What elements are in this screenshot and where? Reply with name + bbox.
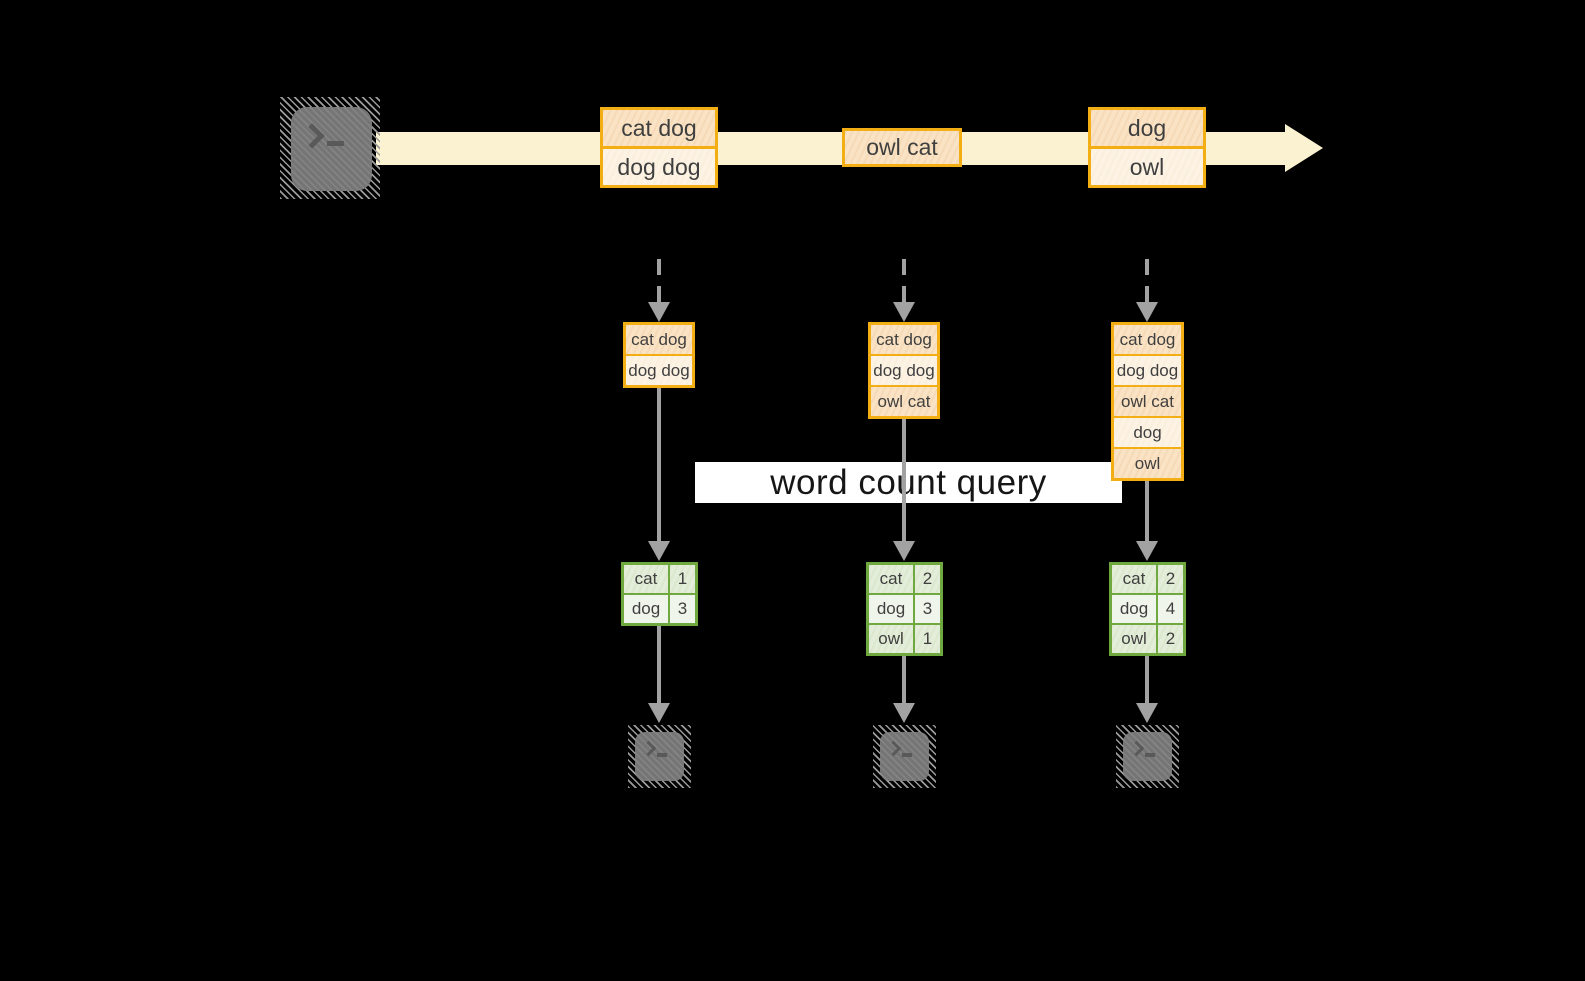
- terminal-prompt-icon: [885, 740, 902, 757]
- output-arrow-line: [902, 656, 906, 703]
- terminal-prompt-icon: [1128, 740, 1145, 757]
- word-cell: cat: [1112, 565, 1156, 593]
- ingest-arrowhead: [1136, 302, 1158, 322]
- output-terminal-icon: [1116, 725, 1179, 788]
- terminal-cursor-icon: [902, 753, 912, 757]
- query-label: word count query: [770, 462, 1047, 502]
- terminal-cursor-icon: [1145, 753, 1155, 757]
- word-cell: dog: [624, 595, 668, 623]
- terminal-cursor-icon: [657, 753, 667, 757]
- terminal-screen: [1123, 732, 1172, 781]
- output-terminal-icon: [628, 725, 691, 788]
- ingest-arrow-line: [1145, 259, 1149, 303]
- terminal-screen: [291, 107, 372, 191]
- word-cell: dog: [869, 595, 913, 623]
- word-cell: owl: [1112, 625, 1156, 653]
- query-arrow-line: [657, 388, 661, 541]
- count-row: dog 3: [869, 593, 940, 623]
- output-arrowhead: [1136, 703, 1158, 723]
- stream-event-line: dog dog: [603, 146, 715, 185]
- buffered-event: dog: [1114, 416, 1181, 447]
- word-cell: cat: [869, 565, 913, 593]
- buffered-event: dog dog: [626, 354, 692, 385]
- stream-arrowhead: [1285, 124, 1323, 172]
- event-buffer-box: cat dog dog dog owl cat dog owl: [1111, 322, 1184, 481]
- output-terminal-icon: [873, 725, 936, 788]
- output-arrow-line: [657, 626, 661, 703]
- output-arrowhead: [648, 703, 670, 723]
- count-row: cat 2: [869, 565, 940, 593]
- count-table: cat 2 dog 3 owl 1: [866, 562, 943, 656]
- ingest-arrow-line: [902, 259, 906, 303]
- count-row: dog 4: [1112, 593, 1183, 623]
- terminal-cursor-icon: [327, 141, 344, 146]
- output-arrowhead: [893, 703, 915, 723]
- word-cell: owl: [869, 625, 913, 653]
- count-row: owl 1: [869, 623, 940, 653]
- word-cell: dog: [1112, 595, 1156, 623]
- query-label-band: word count query: [695, 462, 1122, 503]
- query-arrow-line: [1145, 481, 1149, 541]
- source-terminal-icon: [280, 97, 380, 199]
- buffered-event: dog dog: [871, 354, 937, 385]
- query-arrowhead: [893, 541, 915, 561]
- count-cell: 2: [913, 565, 940, 593]
- count-row: cat 1: [624, 565, 695, 593]
- terminal-screen: [635, 732, 684, 781]
- stream-event-box: owl cat: [842, 128, 962, 167]
- count-table: cat 2 dog 4 owl 2: [1109, 562, 1186, 656]
- count-cell: 2: [1156, 625, 1183, 653]
- ingest-arrow-line: [657, 259, 661, 303]
- count-cell: 2: [1156, 565, 1183, 593]
- buffered-event: cat dog: [871, 325, 937, 354]
- event-buffer-box: cat dog dog dog: [623, 322, 695, 388]
- query-arrow-line: [902, 419, 906, 541]
- count-cell: 1: [913, 625, 940, 653]
- buffered-event: owl cat: [1114, 385, 1181, 416]
- terminal-prompt-icon: [640, 740, 657, 757]
- count-cell: 3: [913, 595, 940, 623]
- buffered-event: cat dog: [626, 325, 692, 354]
- buffered-event: owl: [1114, 447, 1181, 478]
- count-row: cat 2: [1112, 565, 1183, 593]
- ingest-arrowhead: [648, 302, 670, 322]
- count-table: cat 1 dog 3: [621, 562, 698, 626]
- terminal-screen: [880, 732, 929, 781]
- count-row: owl 2: [1112, 623, 1183, 653]
- count-row: dog 3: [624, 593, 695, 623]
- terminal-prompt-icon: [299, 123, 325, 149]
- stream-event-line: owl cat: [845, 131, 959, 164]
- event-buffer-box: cat dog dog dog owl cat: [868, 322, 940, 419]
- query-arrowhead: [648, 541, 670, 561]
- stream-event-box: dog owl: [1088, 107, 1206, 188]
- count-cell: 4: [1156, 595, 1183, 623]
- query-arrowhead: [1136, 541, 1158, 561]
- buffered-event: cat dog: [1114, 325, 1181, 354]
- stream-event-line: cat dog: [603, 110, 715, 146]
- stream-event-box: cat dog dog dog: [600, 107, 718, 188]
- count-cell: 1: [668, 565, 695, 593]
- buffered-event: dog dog: [1114, 354, 1181, 385]
- buffered-event: owl cat: [871, 385, 937, 416]
- stream-event-line: dog: [1091, 110, 1203, 146]
- output-arrow-line: [1145, 656, 1149, 703]
- stream-event-line: owl: [1091, 146, 1203, 185]
- word-cell: cat: [624, 565, 668, 593]
- ingest-arrowhead: [893, 302, 915, 322]
- count-cell: 3: [668, 595, 695, 623]
